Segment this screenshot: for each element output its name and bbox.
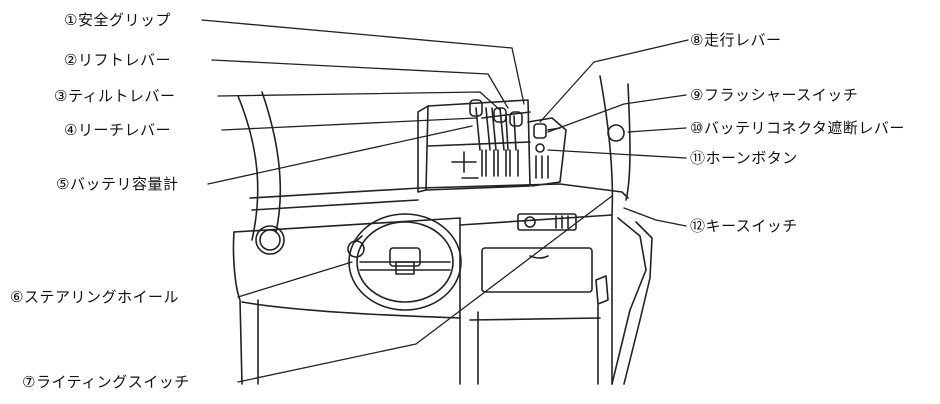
leader-line-11	[547, 149, 687, 159]
leader-line-3	[217, 91, 501, 111]
leader-line-8	[539, 39, 689, 123]
leader-line-12	[623, 207, 687, 227]
leader-lines	[201, 19, 689, 383]
leader-line-10	[627, 127, 687, 133]
label-safety-grip: ①安全グリップ	[64, 11, 171, 29]
control-box	[417, 99, 567, 193]
label-battery-gauge: ⑤バッテリ容量計	[56, 175, 179, 193]
leader-line-7	[237, 195, 613, 383]
label-battery-connector-lever: ⑩バッテリコネクタ遮断レバー	[690, 119, 905, 137]
leader-line-1	[201, 19, 525, 105]
leader-line-5	[207, 125, 473, 185]
label-key-switch: ⑫キースイッチ	[690, 217, 798, 235]
label-lift-lever: ②リフトレバー	[64, 51, 171, 69]
label-horn-button: ⑪ホーンボタン	[690, 149, 798, 167]
leader-line-6	[237, 261, 353, 298]
steering-wheel	[347, 213, 462, 311]
leader-line-2	[211, 59, 509, 109]
leader-line-9	[547, 94, 687, 133]
label-reach-lever: ④リーチレバー	[64, 121, 171, 139]
label-flasher-switch: ⑨フラッシャースイッチ	[690, 86, 859, 104]
label-lighting-switch: ⑦ライティングスイッチ	[22, 373, 190, 391]
label-tilt-lever: ③ティルトレバー	[54, 87, 176, 105]
leader-line-4	[221, 117, 477, 131]
machine-body	[232, 75, 653, 385]
label-travel-lever: ⑧走行レバー	[690, 31, 782, 49]
label-steering-wheel: ⑥ステアリングホイール	[10, 288, 179, 306]
